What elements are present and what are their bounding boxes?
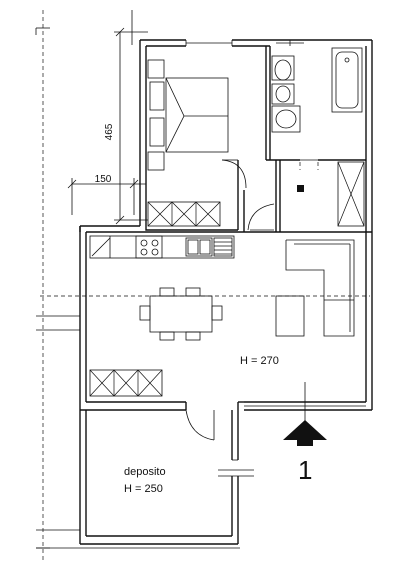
dimension-horizontal-label: 150 bbox=[95, 174, 112, 185]
bathroom-fixtures bbox=[271, 47, 365, 227]
dimension-vertical bbox=[114, 27, 148, 225]
wardrobe-living bbox=[89, 369, 163, 397]
doors bbox=[185, 159, 275, 477]
kitchen-counter bbox=[89, 235, 235, 259]
double-bed bbox=[147, 59, 229, 171]
sofa bbox=[275, 239, 355, 337]
dining-table bbox=[139, 287, 223, 341]
deposit-height-label: H = 250 bbox=[124, 483, 163, 495]
wall-markers bbox=[289, 40, 304, 192]
dimension-horizontal bbox=[67, 178, 146, 215]
wardrobe-bedroom bbox=[147, 201, 221, 227]
dimension-vertical-label: 465 bbox=[104, 123, 115, 140]
living-height-label: H = 270 bbox=[240, 355, 279, 367]
entrance-number: 1 bbox=[298, 455, 312, 485]
deposit-name-label: deposito bbox=[124, 466, 166, 478]
entrance-arrow bbox=[283, 382, 327, 446]
